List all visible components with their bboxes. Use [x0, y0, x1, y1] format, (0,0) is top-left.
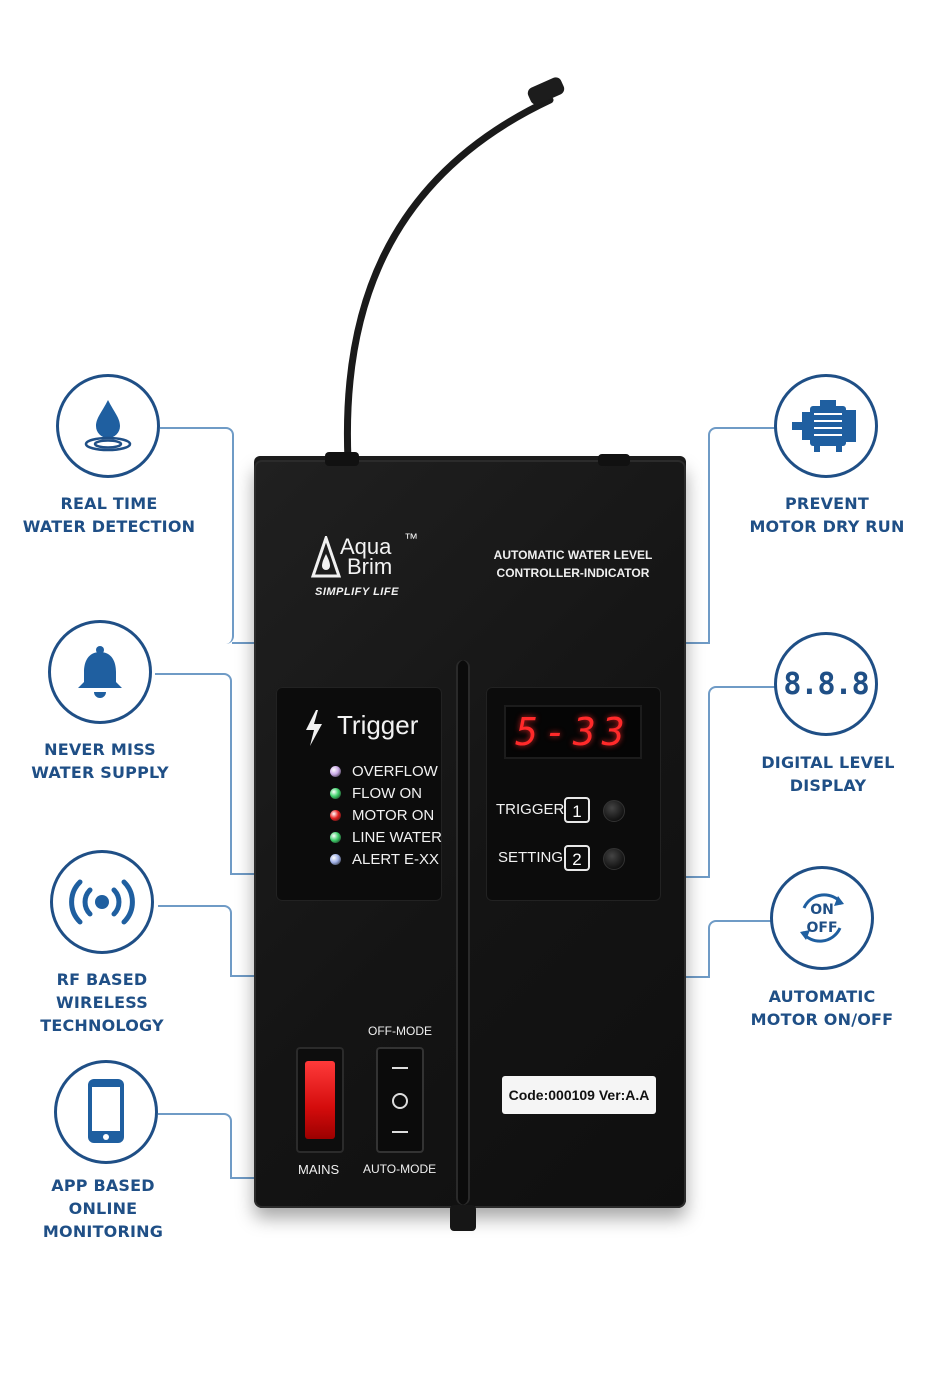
brand-name-line2: Brim [347, 554, 393, 579]
segment-display: 5-33 [504, 705, 642, 759]
mode-rocker-switch[interactable] [376, 1047, 424, 1153]
connector-line [158, 905, 232, 977]
brand-tagline: SIMPLIFY LIFE [315, 586, 399, 598]
feature-app-monitoring [54, 1060, 158, 1164]
motor-icon [792, 400, 856, 452]
code-label: Code:000109 Ver:A.A [502, 1076, 656, 1114]
lightning-icon [306, 710, 322, 746]
mode-switch-bottom-label: AUTO-MODE [363, 1162, 437, 1176]
connector-line [708, 920, 772, 978]
sensor-cable [343, 77, 565, 464]
feature-label-water-detection: REAL TIME WATER DETECTION [22, 494, 196, 536]
led-light-icon [330, 832, 341, 843]
feature-never-miss [48, 620, 152, 724]
connector-line [708, 686, 776, 878]
water-drop-icon [84, 400, 132, 452]
connector-line [686, 976, 710, 978]
digital-display-icon: 8.8.8 [783, 666, 869, 702]
feature-auto-motor: ON OFF [770, 866, 874, 970]
wireless-signal-icon [69, 879, 135, 925]
connector-line [230, 975, 254, 977]
led-indicator-row: MOTOR ON [330, 807, 434, 824]
led-indicator-row: ALERT E-XX [330, 851, 439, 868]
feature-label-motor-dry-run: PREVENT MOTOR DRY RUN [749, 494, 905, 536]
bell-icon [78, 646, 122, 698]
connector-line [160, 427, 234, 644]
setting-button[interactable] [603, 848, 625, 870]
smartphone-icon [88, 1079, 124, 1143]
led-indicator-row: LINE WATER [330, 829, 442, 846]
connector-line [158, 1113, 232, 1179]
connector-line [686, 876, 710, 878]
led-label: LINE WATER [352, 829, 443, 846]
led-light-icon [330, 854, 341, 865]
connector-line [232, 642, 254, 644]
feature-rf-wireless [50, 850, 154, 954]
indicator-panel [276, 687, 442, 901]
feature-label-digital-display: DIGITAL LEVEL DISPLAY [761, 753, 895, 795]
connector-line [230, 873, 254, 875]
on-off-cycle-icon: ON OFF [786, 882, 858, 954]
trigger-button[interactable] [603, 800, 625, 822]
product-title: AUTOMATIC WATER LEVEL CONTROLLER-INDICAT… [493, 548, 653, 580]
feature-label-auto-motor: AUTOMATIC MOTOR ON/OFF [750, 987, 894, 1029]
led-light-icon [330, 810, 341, 821]
mode-switch-top-label: OFF-MODE [368, 1024, 432, 1038]
trigger-button-label: TRIGGER [496, 801, 565, 818]
trigger-button-number: 1 [564, 797, 590, 823]
trigger-panel-title: Trigger [337, 710, 419, 740]
led-label: MOTOR ON [352, 807, 435, 824]
feature-label-rf-wireless: RF BASED WIRELESS TECHNOLOGY [40, 970, 164, 1035]
setting-button-number: 2 [564, 845, 590, 871]
setting-button-label: SETTING [498, 849, 564, 866]
connector-line [686, 642, 710, 644]
mains-switch-light [305, 1061, 335, 1139]
rocker-mark-top [392, 1067, 408, 1069]
bottom-connector [450, 1205, 476, 1231]
feature-label-app-monitoring: APP BASED ONLINE MONITORING [42, 1176, 164, 1241]
led-label: FLOW ON [352, 785, 422, 802]
led-label: OVERFLOW [352, 763, 438, 780]
mains-label: MAINS [298, 1162, 340, 1177]
led-indicator-row: OVERFLOW [330, 763, 438, 780]
connector-line [230, 1177, 254, 1179]
rocker-mark-middle [392, 1093, 408, 1109]
brand-name-tm: ™ [404, 530, 418, 546]
cable-gland [325, 452, 359, 466]
brand-name-line1: Aqua [340, 534, 392, 559]
top-port [598, 454, 630, 466]
led-label: ALERT E-XX [352, 851, 439, 868]
led-light-icon [330, 766, 341, 777]
feature-label-never-miss: NEVER MISS WATER SUPPLY [31, 740, 169, 782]
mains-switch[interactable] [296, 1047, 344, 1153]
led-light-icon [330, 788, 341, 799]
feature-digital-display: 8.8.8 [774, 632, 878, 736]
feature-water-detection [56, 374, 160, 478]
feature-motor-dry-run [774, 374, 878, 478]
connector-line [708, 427, 776, 644]
brand-logo-icon [311, 536, 341, 578]
connector-line [155, 673, 232, 875]
led-indicator-row: FLOW ON [330, 785, 422, 802]
center-groove [456, 660, 470, 1205]
rocker-mark-bottom [392, 1131, 408, 1133]
